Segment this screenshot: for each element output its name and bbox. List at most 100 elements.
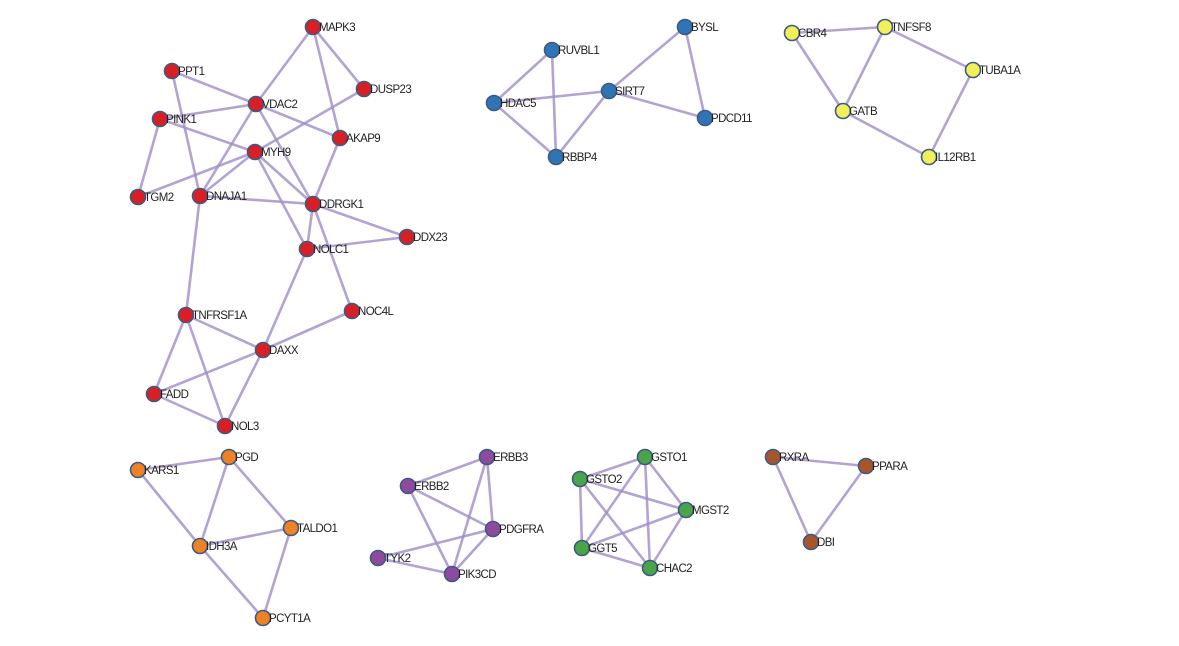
- node-erbb3[interactable]: ERBB3: [478, 448, 529, 466]
- edge-mapk3-vdac2: [254, 26, 315, 105]
- node-mgst2[interactable]: MGST2: [677, 501, 729, 519]
- node-circle[interactable]: [802, 533, 820, 551]
- node-circle[interactable]: [129, 188, 147, 206]
- node-circle[interactable]: [247, 95, 265, 113]
- node-circle[interactable]: [399, 477, 417, 495]
- node-ggt5[interactable]: GGT5: [573, 539, 618, 557]
- node-circle[interactable]: [641, 559, 659, 577]
- node-circle[interactable]: [857, 457, 875, 475]
- node-circle[interactable]: [676, 18, 694, 36]
- node-rbbp4[interactable]: RBBP4: [547, 148, 599, 166]
- node-circle[interactable]: [571, 470, 589, 488]
- node-circle[interactable]: [331, 129, 349, 147]
- node-ruvbl1[interactable]: RUVBL1: [543, 41, 600, 59]
- node-pdcd11[interactable]: PDCD11: [696, 109, 753, 127]
- node-circle[interactable]: [478, 448, 496, 466]
- node-gsto2[interactable]: GSTO2: [571, 470, 623, 488]
- node-circle[interactable]: [398, 228, 416, 246]
- node-dusp23[interactable]: DUSP23: [355, 80, 412, 98]
- node-tuba1a[interactable]: TUBA1A: [964, 61, 1022, 79]
- node-cbr4[interactable]: CBR4: [783, 24, 828, 42]
- node-noc4l[interactable]: NOC4L: [343, 302, 395, 320]
- edge-pink1-vdac2: [159, 102, 257, 121]
- node-circle[interactable]: [920, 148, 938, 166]
- node-circle[interactable]: [355, 80, 373, 98]
- node-circle[interactable]: [876, 18, 894, 36]
- node-circle[interactable]: [600, 82, 618, 100]
- node-circle[interactable]: [254, 609, 272, 627]
- node-gsto1[interactable]: GSTO1: [636, 448, 688, 466]
- node-daxx[interactable]: DAXX: [254, 341, 299, 359]
- node-gatb[interactable]: GATB: [834, 102, 879, 120]
- node-circle[interactable]: [484, 520, 502, 538]
- edge-gsto2-ggt5: [578, 478, 584, 549]
- node-myh9[interactable]: MYH9: [246, 143, 291, 161]
- node-circle[interactable]: [543, 41, 561, 59]
- node-circle[interactable]: [783, 24, 801, 42]
- node-circle[interactable]: [254, 341, 272, 359]
- node-circle[interactable]: [304, 18, 322, 36]
- node-vdac2[interactable]: VDAC2: [247, 95, 298, 113]
- node-circle[interactable]: [834, 102, 852, 120]
- node-circle[interactable]: [145, 385, 163, 403]
- node-il12rb1[interactable]: IL12RB1: [920, 148, 976, 166]
- node-label: SIRT7: [615, 86, 645, 98]
- node-circle[interactable]: [177, 306, 195, 324]
- node-circle[interactable]: [343, 302, 361, 320]
- node-circle[interactable]: [304, 195, 322, 213]
- node-mapk3[interactable]: MAPK3: [304, 18, 356, 36]
- node-circle[interactable]: [216, 417, 234, 435]
- node-kars1[interactable]: KARS1: [129, 461, 180, 479]
- node-tgm2[interactable]: TGM2: [129, 188, 174, 206]
- node-circle[interactable]: [964, 61, 982, 79]
- node-pink1[interactable]: PINK1: [151, 110, 197, 128]
- node-fadd[interactable]: FADD: [145, 385, 189, 403]
- node-tnfrsf1a[interactable]: TNFRSF1A: [177, 306, 248, 324]
- node-circle[interactable]: [764, 448, 782, 466]
- node-dbi[interactable]: DBI: [802, 533, 835, 551]
- node-ppara[interactable]: PPARA: [857, 457, 909, 475]
- node-pgd[interactable]: PGD: [220, 448, 259, 466]
- node-circle[interactable]: [369, 549, 387, 567]
- node-circle[interactable]: [220, 448, 238, 466]
- node-circle[interactable]: [191, 187, 209, 205]
- node-pcyt1a[interactable]: PCYT1A: [254, 609, 312, 627]
- node-circle[interactable]: [129, 461, 147, 479]
- node-dnaja1[interactable]: DNAJA1: [191, 187, 247, 205]
- node-label: CBR4: [798, 28, 827, 40]
- node-idh3a[interactable]: IDH3A: [191, 537, 238, 555]
- node-erbb2[interactable]: ERBB2: [399, 477, 450, 495]
- node-ppt1[interactable]: PPT1: [163, 62, 205, 80]
- node-circle[interactable]: [282, 519, 300, 537]
- node-taldo1[interactable]: TALDO1: [282, 519, 338, 537]
- node-pdgfra[interactable]: PDGFRA: [484, 520, 545, 538]
- edge-bysl-pdcd11: [683, 26, 707, 119]
- node-rxra[interactable]: RXRA: [764, 448, 810, 466]
- node-pik3cd[interactable]: PIK3CD: [443, 565, 497, 583]
- node-circle[interactable]: [246, 143, 264, 161]
- node-circle[interactable]: [298, 240, 316, 258]
- node-circle[interactable]: [191, 537, 209, 555]
- node-circle[interactable]: [636, 448, 654, 466]
- node-circle[interactable]: [677, 501, 695, 519]
- node-tyk2[interactable]: TYK2: [369, 549, 411, 567]
- node-sirt7[interactable]: SIRT7: [600, 82, 645, 100]
- node-label: TALDO1: [297, 523, 337, 535]
- node-circle[interactable]: [696, 109, 714, 127]
- node-ddx23[interactable]: DDX23: [398, 228, 448, 246]
- node-bysl[interactable]: BYSL: [676, 18, 720, 36]
- edge-gsto1-mgst2: [643, 456, 688, 511]
- node-tnfsf8[interactable]: TNFSF8: [876, 18, 932, 36]
- node-nol3[interactable]: NOL3: [216, 417, 259, 435]
- node-circle[interactable]: [163, 62, 181, 80]
- node-akap9[interactable]: AKAP9: [331, 129, 381, 147]
- node-nolc1[interactable]: NOLC1: [298, 240, 349, 258]
- node-ddrgk1[interactable]: DDRGK1: [304, 195, 364, 213]
- node-circle[interactable]: [443, 565, 461, 583]
- node-circle[interactable]: [485, 94, 503, 112]
- node-chac2[interactable]: CHAC2: [641, 559, 693, 577]
- node-circle[interactable]: [573, 539, 591, 557]
- node-circle[interactable]: [547, 148, 565, 166]
- node-hdac5[interactable]: HDAC5: [485, 94, 537, 112]
- node-circle[interactable]: [151, 110, 169, 128]
